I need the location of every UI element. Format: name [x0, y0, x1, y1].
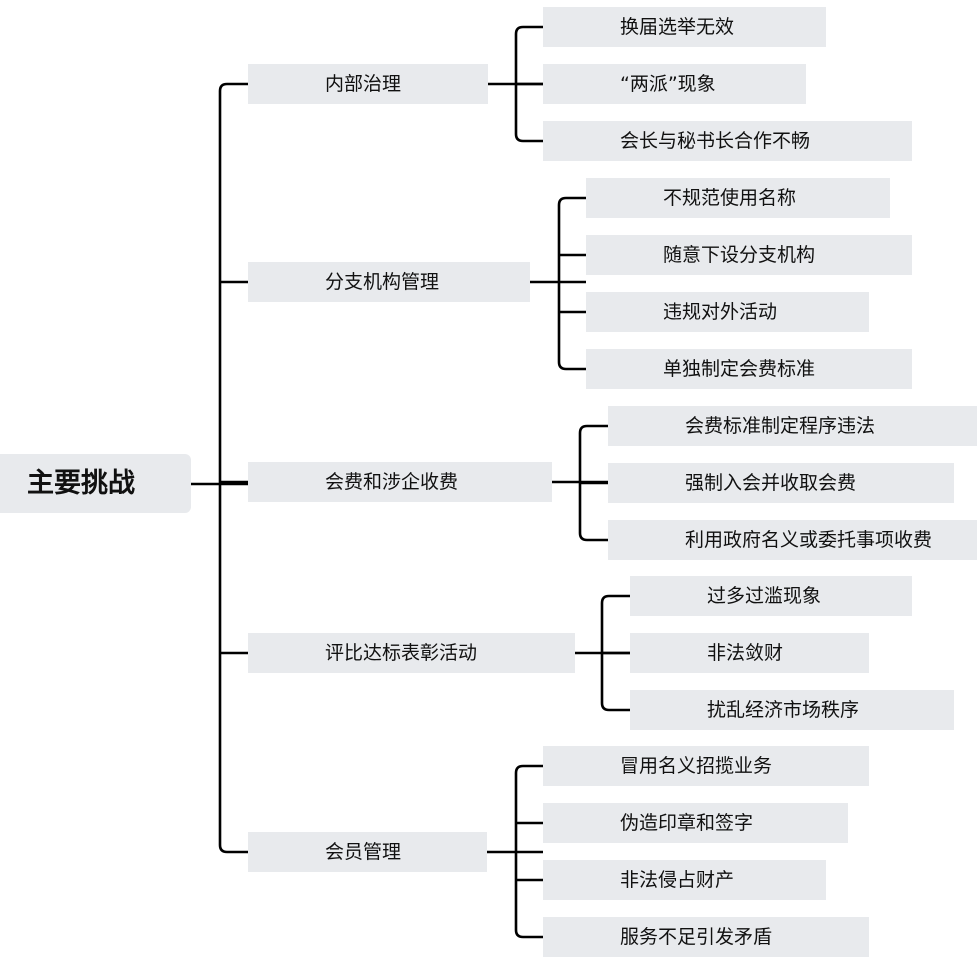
leaf-node[interactable]: “两派”现象 — [543, 64, 806, 104]
leaf-node[interactable]: 过多过滥现象 — [630, 576, 912, 616]
leaf-node[interactable]: 会长与秘书长合作不畅 — [543, 121, 912, 161]
leaf-node[interactable]: 冒用名义招揽业务 — [543, 746, 869, 786]
branch-node[interactable]: 内部治理 — [248, 64, 488, 104]
branch-node[interactable]: 会员管理 — [248, 832, 487, 872]
root-node[interactable]: 主要挑战 — [0, 454, 191, 513]
leaf-node[interactable]: 非法侵占财产 — [543, 860, 826, 900]
root-connector-bracket — [218, 82, 248, 854]
branch-node[interactable]: 评比达标表彰活动 — [248, 633, 575, 673]
leaf-node[interactable]: 会费标准制定程序违法 — [608, 406, 977, 446]
branch-node[interactable]: 分支机构管理 — [248, 262, 530, 302]
leaf-node[interactable]: 不规范使用名称 — [586, 178, 890, 218]
branch-node[interactable]: 会费和涉企收费 — [248, 462, 552, 502]
leaf-node[interactable]: 单独制定会费标准 — [586, 349, 912, 389]
leaf-node[interactable]: 违规对外活动 — [586, 292, 869, 332]
leaf-node[interactable]: 随意下设分支机构 — [586, 235, 912, 275]
leaf-node[interactable]: 换届选举无效 — [543, 7, 826, 47]
leaf-node[interactable]: 服务不足引发矛盾 — [543, 917, 869, 957]
branch-4-connector-bracket — [514, 764, 543, 939]
leaf-node[interactable]: 扰乱经济市场秩序 — [630, 690, 954, 730]
leaf-node[interactable]: 伪造印章和签字 — [543, 803, 848, 843]
leaf-node[interactable]: 利用政府名义或委托事项收费 — [608, 520, 977, 560]
branch-1-connector-bracket — [557, 196, 586, 371]
leaf-node[interactable]: 非法敛财 — [630, 633, 869, 673]
leaf-node[interactable]: 强制入会并收取会费 — [608, 463, 954, 503]
